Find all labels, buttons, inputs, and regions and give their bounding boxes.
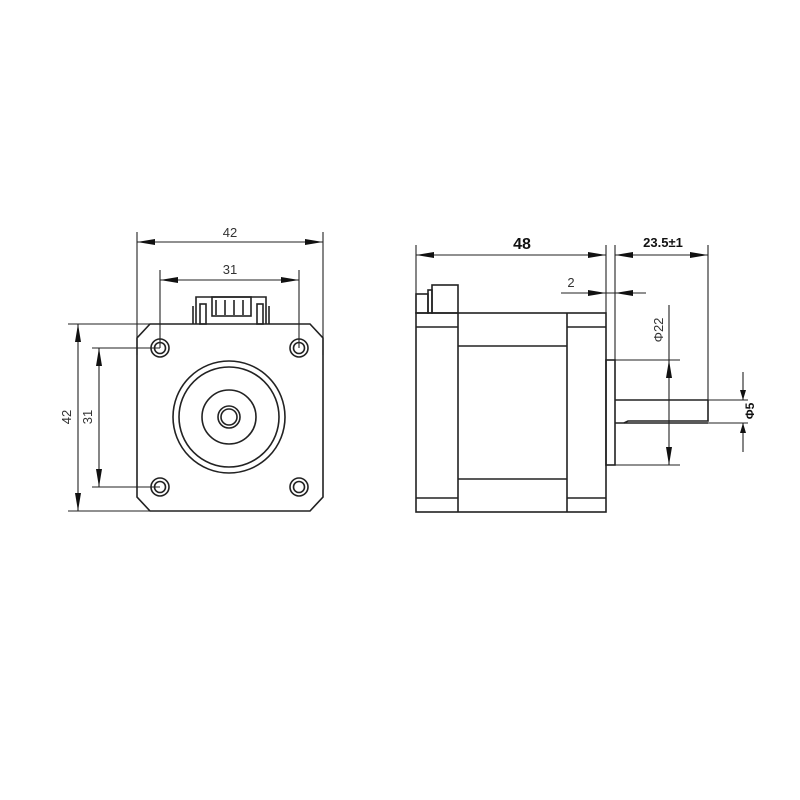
front-view: 42 31 42 31 bbox=[59, 225, 324, 512]
dim-shaft-23-5: 23.5±1 bbox=[614, 235, 709, 400]
dim-length-48: 48 bbox=[415, 236, 607, 313]
side-connector-icon bbox=[415, 284, 459, 314]
front-flange-outline bbox=[136, 323, 324, 512]
center-boss bbox=[172, 360, 286, 474]
connector-icon bbox=[192, 296, 270, 325]
dim-boss-2: 2 bbox=[561, 275, 646, 296]
dim-shaft-d5: Φ5 bbox=[708, 372, 757, 452]
label-height-42: 42 bbox=[59, 410, 74, 424]
label-boss-d22: Φ22 bbox=[651, 318, 666, 343]
label-length-48: 48 bbox=[513, 236, 531, 253]
dim-height-42: 42 bbox=[59, 323, 150, 512]
label-shaft-d5: Φ5 bbox=[743, 402, 757, 419]
label-shaft-23-5: 23.5±1 bbox=[643, 235, 683, 250]
dim-holes-31-h: 31 bbox=[159, 262, 300, 348]
label-boss-2: 2 bbox=[567, 275, 574, 290]
label-holes-31-h: 31 bbox=[223, 262, 237, 277]
label-width-42: 42 bbox=[223, 225, 237, 240]
label-holes-31-v: 31 bbox=[80, 410, 95, 424]
dim-boss-d22: Φ22 bbox=[615, 305, 680, 466]
dim-holes-31-v: 31 bbox=[80, 347, 160, 488]
side-view: 48 23.5±1 2 Φ22 bbox=[415, 235, 757, 513]
side-boss-shaft bbox=[605, 359, 709, 466]
dim-width-42: 42 bbox=[136, 225, 324, 355]
side-body-outline bbox=[415, 312, 607, 513]
